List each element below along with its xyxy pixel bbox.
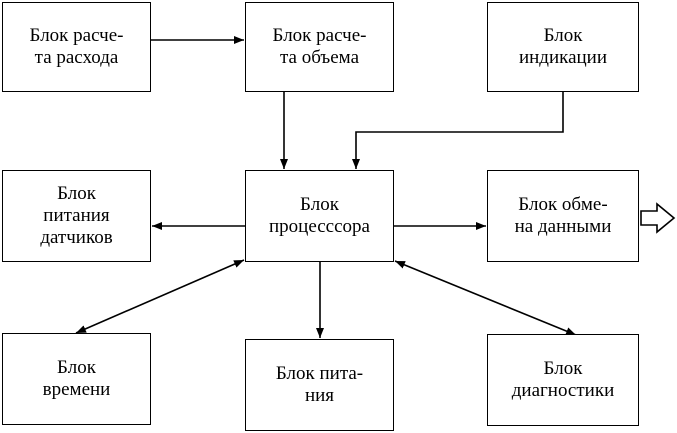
block-indication: Блок индикации xyxy=(487,2,639,92)
block-power-supply: Блок пита- ния xyxy=(245,339,394,431)
block-time-label: Блок времени xyxy=(42,357,111,400)
block-volume-calculation-label: Блок расче- та объема xyxy=(272,25,367,68)
arrow-processor-diagnostics-bidirectional xyxy=(394,260,577,336)
arrow-indication-to-processor xyxy=(352,92,564,169)
arrow-processor-time-bidirectional xyxy=(75,259,245,334)
hollow-output-arrow-icon xyxy=(640,202,676,234)
block-power-supply-label: Блок пита- ния xyxy=(275,363,364,406)
block-processor: Блок процесссора xyxy=(245,170,394,262)
block-diagnostics: Блок диагностики xyxy=(487,334,639,426)
block-indication-label: Блок индикации xyxy=(518,25,608,68)
block-flow-calculation: Блок расче- та расхода xyxy=(2,2,151,92)
block-data-exchange-label: Блок обме- на данными xyxy=(514,194,612,237)
block-data-exchange: Блок обме- на данными xyxy=(487,170,639,262)
block-volume-calculation: Блок расче- та объема xyxy=(245,2,394,92)
block-sensor-power: Блок питания датчиков xyxy=(2,170,151,262)
block-diagnostics-label: Блок диагностики xyxy=(511,358,615,401)
block-sensor-power-label: Блок питания датчиков xyxy=(40,183,113,248)
block-time: Блок времени xyxy=(2,333,151,425)
block-processor-label: Блок процесссора xyxy=(269,194,370,237)
block-flow-calculation-label: Блок расче- та расхода xyxy=(29,25,124,68)
